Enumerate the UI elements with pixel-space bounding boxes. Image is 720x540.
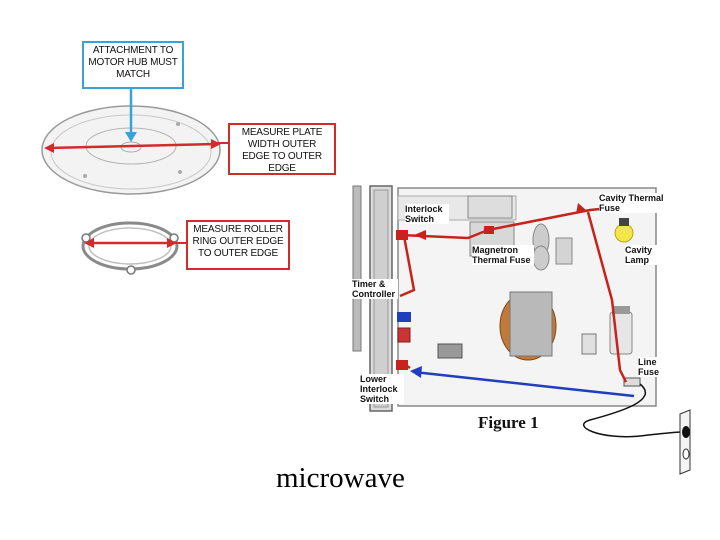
attachment-callout-text: ATTACHMENT TO MOTOR HUB MUST MATCH [88,45,178,80]
measure-roller-callout: MEASURE ROLLER RING OUTER EDGE TO OUTER … [186,220,290,270]
cavity-lamp-label: Cavity Lamp [625,245,659,265]
cavity-thermal-fuse-label: Cavity Thermal Fuse [599,193,665,213]
timer-controller-label: Timer & Controller [352,279,398,299]
attachment-callout: ATTACHMENT TO MOTOR HUB MUST MATCH [82,41,184,89]
caption: microwave [276,462,405,494]
measure-roller-callout-text: MEASURE ROLLER RING OUTER EDGE TO OUTER … [192,224,284,259]
lower-interlock-switch-label: Lower Interlock Switch [360,374,404,404]
measure-plate-callout: MEASURE PLATE WIDTH OUTER EDGE TO OUTER … [228,123,336,175]
line-fuse-label: Line Fuse [638,357,664,377]
cavity-lamp-bulb [614,223,634,243]
magnetron-thermal-fuse-label: Magnetron Thermal Fuse [472,245,534,265]
measure-plate-callout-text: MEASURE PLATE WIDTH OUTER EDGE TO OUTER … [241,127,323,174]
figure-title: Figure 1 [478,413,539,432]
interlock-switch-label: Interlock Switch [405,204,449,224]
